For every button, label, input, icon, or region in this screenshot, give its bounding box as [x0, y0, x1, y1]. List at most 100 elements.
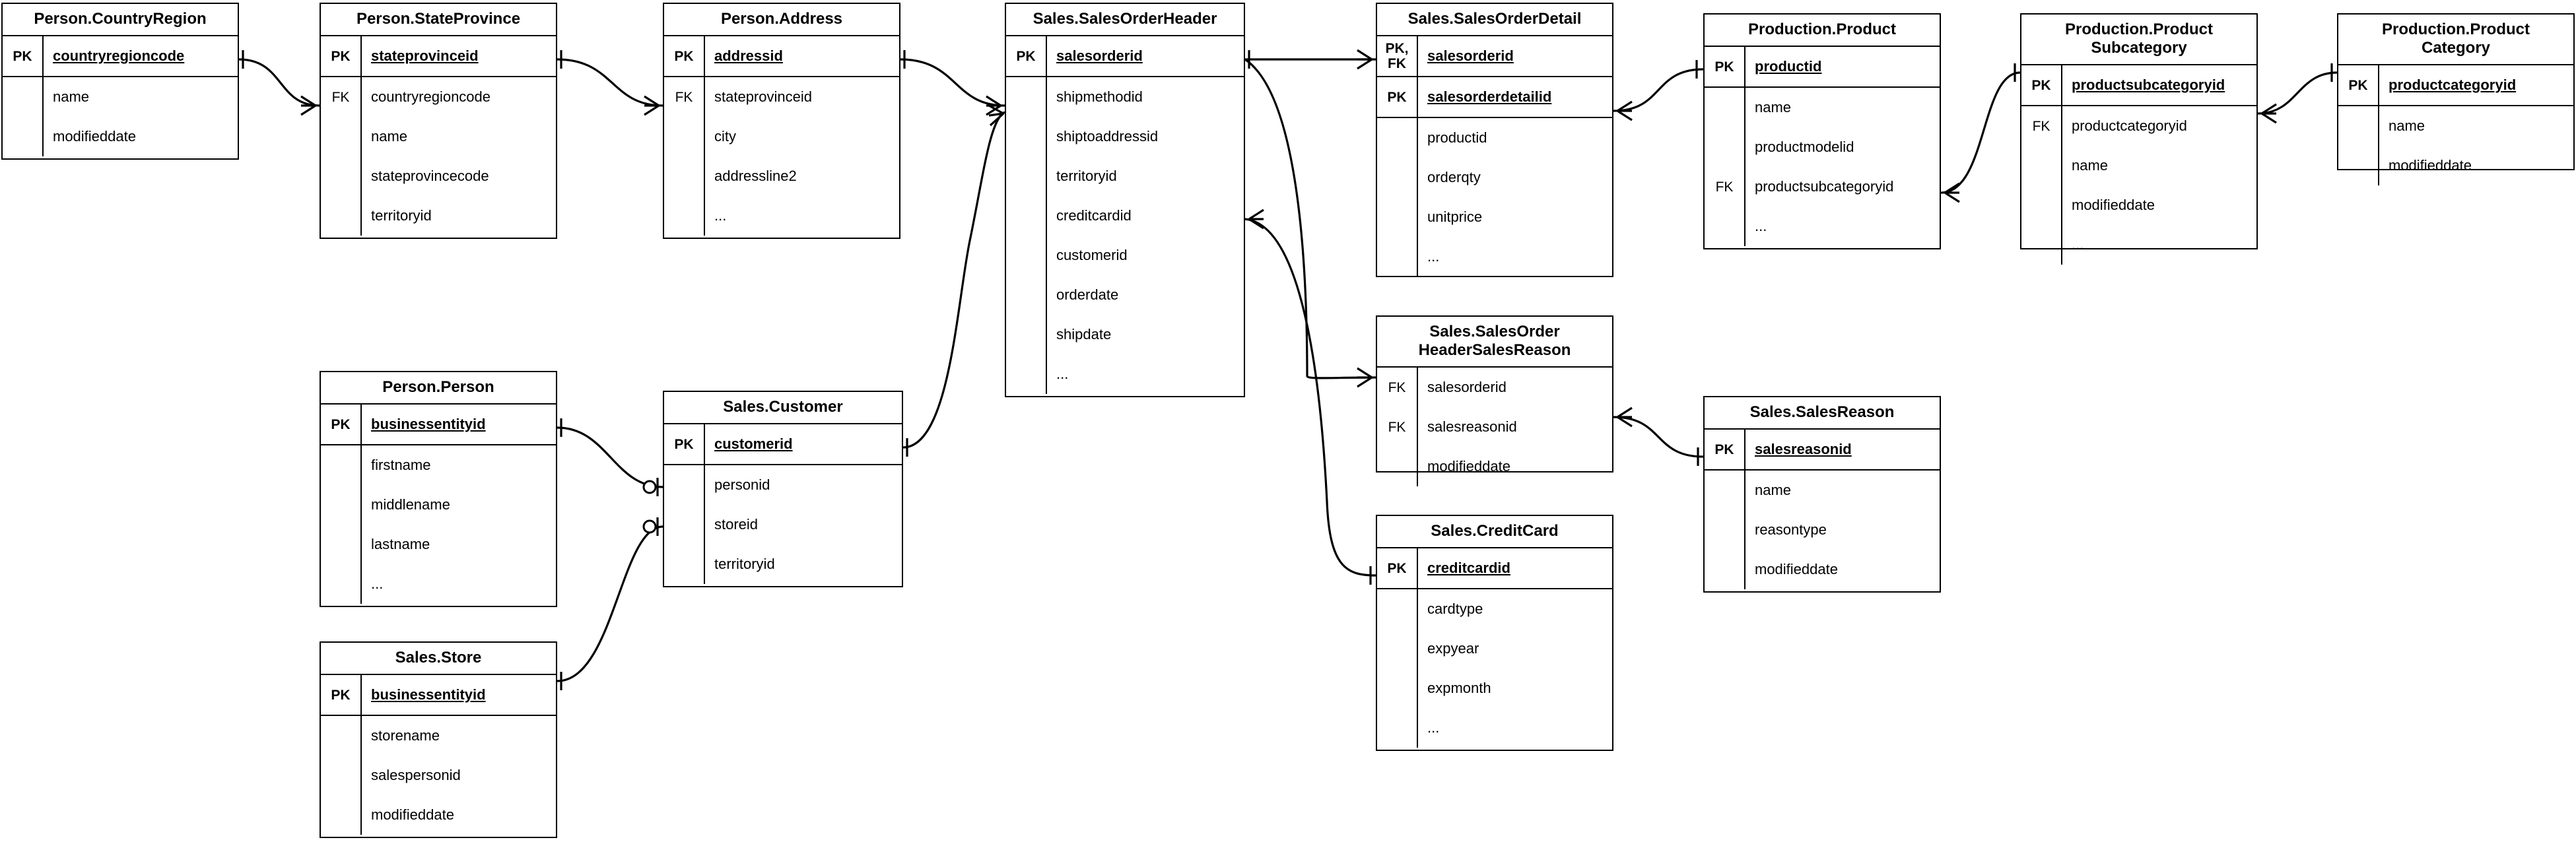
attribute-row[interactable]: unitprice — [1377, 197, 1612, 237]
attribute-row[interactable]: middlename — [321, 485, 556, 525]
pk-section: PK productsubcategoryid — [2021, 65, 2256, 106]
attribute-row[interactable]: PK productid — [1705, 47, 1940, 86]
entity-person-address[interactable]: Person.Address PK addressid FK stateprov… — [663, 3, 900, 239]
key-label: FK — [1377, 368, 1418, 407]
attribute-row[interactable]: modifieddate — [3, 117, 238, 156]
attribute-name: productid — [1755, 58, 1822, 75]
attribute-row[interactable]: name — [2021, 146, 2256, 185]
attribute-row[interactable]: name — [321, 117, 556, 156]
entity-sales-salesorderdetail[interactable]: Sales.SalesOrderDetail PK, FK salesorder… — [1376, 3, 1613, 277]
attribute-row[interactable]: productid — [1377, 118, 1612, 158]
attribute-row[interactable]: modifieddate — [2338, 146, 2573, 185]
attribute-row[interactable]: ... — [1705, 207, 1940, 246]
attribute-row[interactable]: FK stateprovinceid — [664, 77, 899, 117]
attribute-row[interactable]: shiptoaddressid — [1006, 117, 1244, 156]
pk-section: PK customerid — [664, 424, 902, 465]
attribute-row[interactable]: customerid — [1006, 236, 1244, 275]
entity-production-product[interactable]: Production.Product PK productid name pro… — [1703, 13, 1941, 249]
attribute-row[interactable]: expmonth — [1377, 668, 1612, 708]
attribute-row[interactable]: FK productcategoryid — [2021, 106, 2256, 146]
attribute-row[interactable]: orderdate — [1006, 275, 1244, 315]
attribute-row[interactable]: modifieddate — [321, 795, 556, 835]
attribute-row[interactable]: territoryid — [664, 544, 902, 584]
entity-person-countryregion[interactable]: Person.CountryRegion PK countryregioncod… — [1, 3, 239, 160]
key-label — [1705, 510, 1746, 550]
attribute-row[interactable]: PK productsubcategoryid — [2021, 65, 2256, 105]
attribute-row[interactable]: PK addressid — [664, 36, 899, 76]
attribute-row[interactable]: territoryid — [321, 196, 556, 236]
attribute-row[interactable]: storename — [321, 716, 556, 756]
attribute-row[interactable]: territoryid — [1006, 156, 1244, 196]
attribute-row[interactable]: ... — [1377, 708, 1612, 748]
attribute-row[interactable]: shipmethodid — [1006, 77, 1244, 117]
attribute-row[interactable]: PK countryregioncode — [3, 36, 238, 76]
entity-sales-salesorderheader[interactable]: Sales.SalesOrderHeader PK salesorderid s… — [1005, 3, 1245, 397]
key-label — [3, 77, 44, 117]
attribute-row[interactable]: PK salesorderid — [1006, 36, 1244, 76]
attribute-name: shiptoaddressid — [1056, 128, 1159, 145]
entity-production-productsubcategory[interactable]: Production.Product Subcategory PK produc… — [2020, 13, 2258, 265]
entity-sales-salesorderheadersalesreason[interactable]: Sales.SalesOrder HeaderSalesReason FK sa… — [1376, 315, 1613, 486]
attribute-name: expmonth — [1427, 680, 1491, 696]
attribute-name: customerid — [1056, 247, 1128, 263]
attribute-row[interactable]: FK salesorderid — [1377, 368, 1612, 407]
attribute-name: cardtype — [1427, 601, 1483, 617]
pk-section: PK businessentityid — [321, 405, 556, 445]
attribute-row[interactable]: productmodelid — [1705, 127, 1940, 167]
attribute-row[interactable]: PK salesorderdetailid — [1377, 77, 1612, 117]
entity-sales-creditcard[interactable]: Sales.CreditCard PK creditcardid cardtyp… — [1376, 515, 1613, 751]
attribute-row[interactable]: salespersonid — [321, 756, 556, 795]
attribute-row[interactable]: FK productsubcategoryid — [1705, 167, 1940, 207]
attribute-row[interactable]: modifieddate — [1377, 447, 1612, 486]
attribute-row[interactable]: name — [2338, 106, 2573, 146]
attribute-name: salesreasonid — [1427, 418, 1517, 435]
attribute-row[interactable]: FK salesreasonid — [1377, 407, 1612, 447]
attribute-row[interactable]: modifieddate — [2021, 185, 2256, 225]
attribute-row[interactable]: name — [1705, 88, 1940, 127]
attribute-row[interactable]: addressline2 — [664, 156, 899, 196]
rel-productsubcategory-productcategory — [2257, 63, 2338, 124]
entity-person-person[interactable]: Person.Person PK businessentityid firstn… — [320, 371, 557, 607]
attribute-row[interactable]: expyear — [1377, 629, 1612, 668]
attribute-row[interactable]: firstname — [321, 445, 556, 485]
rel-customer-salesorderheader — [902, 104, 1005, 457]
attribute-row[interactable]: cardtype — [1377, 589, 1612, 629]
pk-section: PK countryregioncode — [3, 36, 238, 77]
attributes-section: FK stateprovinceid city addressline2 ... — [664, 77, 899, 236]
attribute-row[interactable]: city — [664, 117, 899, 156]
attribute-row[interactable]: PK creditcardid — [1377, 548, 1612, 588]
attribute-row[interactable]: PK salesreasonid — [1705, 430, 1940, 469]
attribute-row[interactable]: orderqty — [1377, 158, 1612, 197]
attribute-row[interactable]: PK businessentityid — [321, 675, 556, 715]
attribute-row[interactable]: ... — [1006, 354, 1244, 394]
key-label: PK — [1377, 548, 1418, 588]
attribute-row[interactable]: creditcardid — [1006, 196, 1244, 236]
rel-countryregion-stateprovince — [238, 50, 320, 116]
attribute-row[interactable]: PK, FK salesorderid — [1377, 36, 1612, 77]
attribute-row[interactable]: PK stateprovinceid — [321, 36, 556, 76]
attribute-row[interactable]: name — [1705, 471, 1940, 510]
attribute-row[interactable]: ... — [664, 196, 899, 236]
entity-production-productcategory[interactable]: Production.Product Category PK productca… — [2337, 13, 2575, 185]
attribute-row[interactable]: PK productcategoryid — [2338, 65, 2573, 105]
attribute-row[interactable]: personid — [664, 465, 902, 505]
entity-sales-customer[interactable]: Sales.Customer PK customerid personid st… — [663, 391, 903, 587]
attribute-row[interactable]: FK countryregioncode — [321, 77, 556, 117]
attribute-row[interactable]: ... — [321, 564, 556, 604]
attribute-row[interactable]: PK customerid — [664, 424, 902, 464]
attribute-row[interactable]: name — [3, 77, 238, 117]
attribute-row[interactable]: stateprovincecode — [321, 156, 556, 196]
attribute-row[interactable]: modifieddate — [1705, 550, 1940, 589]
attribute-row[interactable]: storeid — [664, 505, 902, 544]
attribute-row[interactable]: PK businessentityid — [321, 405, 556, 444]
entity-sales-salesreason[interactable]: Sales.SalesReason PK salesreasonid name … — [1703, 396, 1941, 593]
attribute-row[interactable]: ... — [1377, 237, 1612, 277]
attribute-name: shipmethodid — [1056, 88, 1143, 105]
entity-person-stateprovince[interactable]: Person.StateProvince PK stateprovinceid … — [320, 3, 557, 239]
entity-sales-store[interactable]: Sales.Store PK businessentityid storenam… — [320, 641, 557, 838]
key-label — [1006, 77, 1047, 117]
attribute-row[interactable]: ... — [2021, 225, 2256, 265]
attribute-row[interactable]: lastname — [321, 525, 556, 564]
attribute-row[interactable]: reasontype — [1705, 510, 1940, 550]
attribute-row[interactable]: shipdate — [1006, 315, 1244, 354]
